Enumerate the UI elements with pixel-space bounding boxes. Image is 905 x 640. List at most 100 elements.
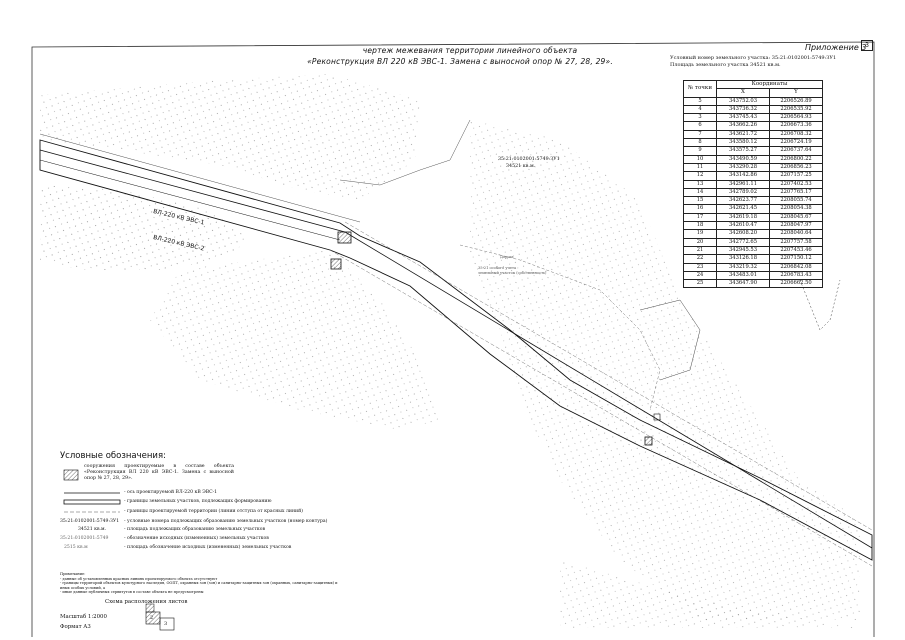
cell-point-no: 23 xyxy=(683,262,717,272)
cell-x: 342621.45 xyxy=(716,204,770,214)
appendix-label: Приложение 3 xyxy=(805,43,867,52)
cell-y: 2206724.19 xyxy=(769,138,823,148)
notes-title: Примечание: xyxy=(60,572,86,576)
cell-x: 342789.02 xyxy=(716,187,770,198)
terrain-area-west xyxy=(40,185,250,270)
cell-y: 2207157.25 xyxy=(769,171,823,181)
layout-cell-top xyxy=(145,603,155,613)
cell-y: 2207402.53 xyxy=(769,179,823,189)
parcel-zu1 xyxy=(39,139,873,561)
title-line-2: «Реконструкция ВЛ 220 кВ ЭВС-1. Замена с… xyxy=(307,57,613,66)
map-parcel-id: 35:21:0102001:5749:ЗУ1 xyxy=(498,157,560,162)
cell-point-no: 12 xyxy=(683,171,717,181)
notes-block: Примечание: - данные об установленных кр… xyxy=(60,572,340,595)
cell-x: 343580.12 xyxy=(716,138,770,148)
col-point-no: № точки xyxy=(683,80,717,98)
legend-item-area-code: 34521 кв.м. xyxy=(78,527,107,532)
cell-y: 2206737.64 xyxy=(769,146,823,156)
cell-y: 2206662.50 xyxy=(769,279,823,289)
cell-x: 343647.90 xyxy=(716,279,770,289)
cell-y: 2206856.23 xyxy=(769,162,823,173)
tower-30 xyxy=(653,413,661,421)
cell-y: 2208047.97 xyxy=(769,221,823,231)
cell-y: 2208045.67 xyxy=(769,212,823,223)
cell-x: 342608.20 xyxy=(716,229,770,239)
cell-x: 343483.01 xyxy=(716,270,770,281)
cell-x: 342619.18 xyxy=(716,212,770,223)
cell-point-no: 24 xyxy=(683,270,717,281)
notes-line-1: - данные об установленных красных линиях… xyxy=(60,576,218,581)
cell-point-no: 21 xyxy=(683,245,717,256)
boundary-upper xyxy=(339,119,471,186)
cell-y: 2207453.46 xyxy=(769,245,823,256)
cell-y: 2206526.89 xyxy=(769,96,823,106)
cell-x: 343621.72 xyxy=(716,129,770,140)
cell-point-no: 10 xyxy=(683,154,717,164)
cell-x: 342610.47 xyxy=(716,221,770,231)
parcel-area-line: Площадь земельного участка 34521 кв.м. xyxy=(670,62,781,68)
legend-heading: Условные обозначения: xyxy=(60,451,166,461)
boundary-east xyxy=(639,299,701,381)
cell-y: 2206842.08 xyxy=(769,262,823,272)
cell-point-no: 20 xyxy=(683,237,717,247)
vl-ebs1-axis xyxy=(39,149,346,233)
cell-point-no: 16 xyxy=(683,204,717,214)
legend-item-source-area-code: 2515 кв.м xyxy=(64,545,88,550)
cell-point-no: 4 xyxy=(683,104,717,115)
col-y: Y xyxy=(769,88,823,98)
terrain-area-east xyxy=(470,120,860,620)
tower-29 xyxy=(644,436,653,446)
layout-schema-title: Схема расположения листов xyxy=(105,599,188,605)
cell-point-no: 25 xyxy=(683,279,717,289)
cell-y: 2208040.64 xyxy=(769,229,823,239)
cell-x: 343752.03 xyxy=(716,96,770,106)
map-parcel-area: 34521 кв.м. xyxy=(506,164,536,169)
legend-item-source-code: 35:21:0102001:5749 xyxy=(60,536,109,541)
cell-x: 343736.32 xyxy=(716,104,770,115)
boundary-zone xyxy=(459,244,661,411)
cell-y: 2207765.17 xyxy=(769,187,823,198)
cell-point-no: 14 xyxy=(683,187,717,198)
map-zone-label-2: земельный участок (собственность) xyxy=(478,271,547,275)
cell-y: 2206673.36 xyxy=(769,121,823,131)
cell-x: 342961.11 xyxy=(716,179,770,189)
cell-y: 2207757.58 xyxy=(769,237,823,247)
legend-item-source-area: - площадь обозначение исходных (измененн… xyxy=(124,545,292,550)
cell-x: 343219.32 xyxy=(716,262,770,272)
cell-y: 2206564.93 xyxy=(769,113,823,123)
cell-point-no: 13 xyxy=(683,179,717,189)
legend-item-project-boundary: - границы проектируемой территории (лини… xyxy=(124,509,303,514)
cell-x: 343490.59 xyxy=(716,154,770,164)
cell-x: 343745.43 xyxy=(716,113,770,123)
project-edge-b xyxy=(329,249,873,567)
legend-item-area: - площадь подлежащих образованию земельн… xyxy=(124,527,266,532)
cell-x: 343290.28 xyxy=(716,162,770,173)
legend-item-number: - условные номера подлежащих образованию… xyxy=(124,519,328,524)
cell-point-no: 22 xyxy=(683,254,717,264)
notes-line-2: - границы территорий объектов культурног… xyxy=(60,581,338,590)
layout-sheet-3: 3 xyxy=(164,621,168,627)
cell-point-no: 8 xyxy=(683,138,717,148)
cell-point-no: 17 xyxy=(683,212,717,223)
legend-item-number-code: 35:21:0102001:5749:ЗУ1 xyxy=(60,519,120,524)
sheet-frame xyxy=(31,41,875,637)
legend-item-parcel-boundary: - границы земельных участков, подлежащих… xyxy=(124,499,272,504)
cell-point-no: 5 xyxy=(683,96,717,106)
legend-item-source: - обозначение исходных (измененных) земе… xyxy=(124,536,269,541)
